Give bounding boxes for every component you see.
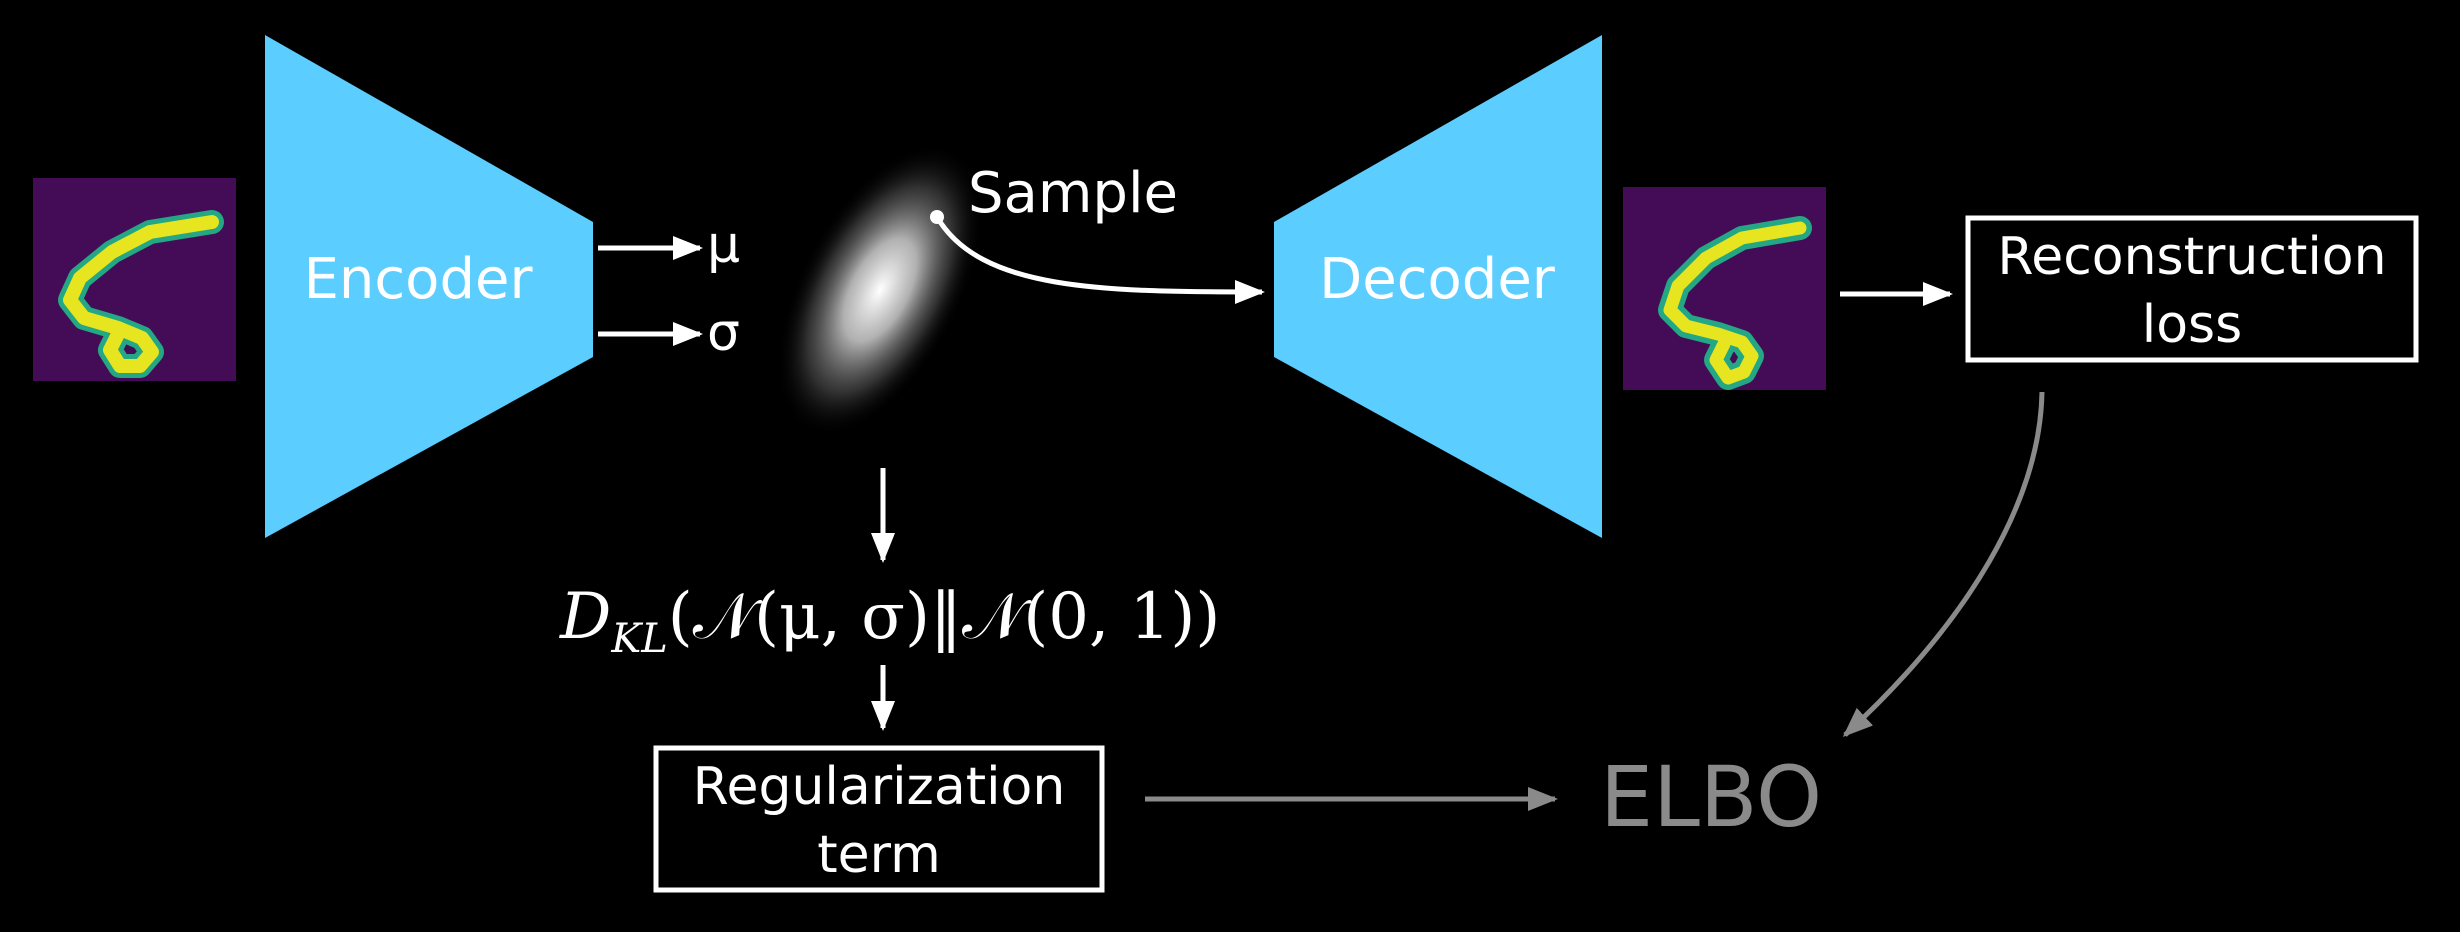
kl-d: D <box>559 580 611 654</box>
sample-arrow <box>934 215 1265 304</box>
sample-label: Sample <box>968 161 1178 226</box>
reconstruction-loss-box: Reconstruction loss <box>1965 215 2419 363</box>
reconstruction-to-elbo-arrow <box>1842 391 2045 738</box>
reconstruction-loss-line2: loss <box>2142 295 2242 355</box>
decoder-label: Decoder <box>1319 247 1556 312</box>
kl-body: (𝒩(μ, σ)‖𝒩(0, 1)) <box>668 580 1221 654</box>
encoder-block <box>265 35 593 538</box>
regularization-term-line2: term <box>817 825 941 885</box>
regularization-term-box: Regularization term <box>653 745 1105 893</box>
elbo-label: ELBO <box>1600 748 1822 846</box>
mu-label: μ <box>707 215 740 275</box>
output-digit-image <box>1623 187 1826 390</box>
sigma-label: σ <box>707 303 740 363</box>
regularization-term-line1: Regularization <box>693 757 1066 817</box>
decoder-block <box>1274 35 1602 538</box>
kl-subscript: KL <box>610 616 667 662</box>
reconstruction-loss-line1: Reconstruction <box>1997 227 2386 287</box>
kl-divergence-formula: DKL(𝒩(μ, σ)‖𝒩(0, 1)) <box>559 580 1220 662</box>
encoder-label: Encoder <box>304 247 534 312</box>
input-digit-image <box>33 178 236 381</box>
